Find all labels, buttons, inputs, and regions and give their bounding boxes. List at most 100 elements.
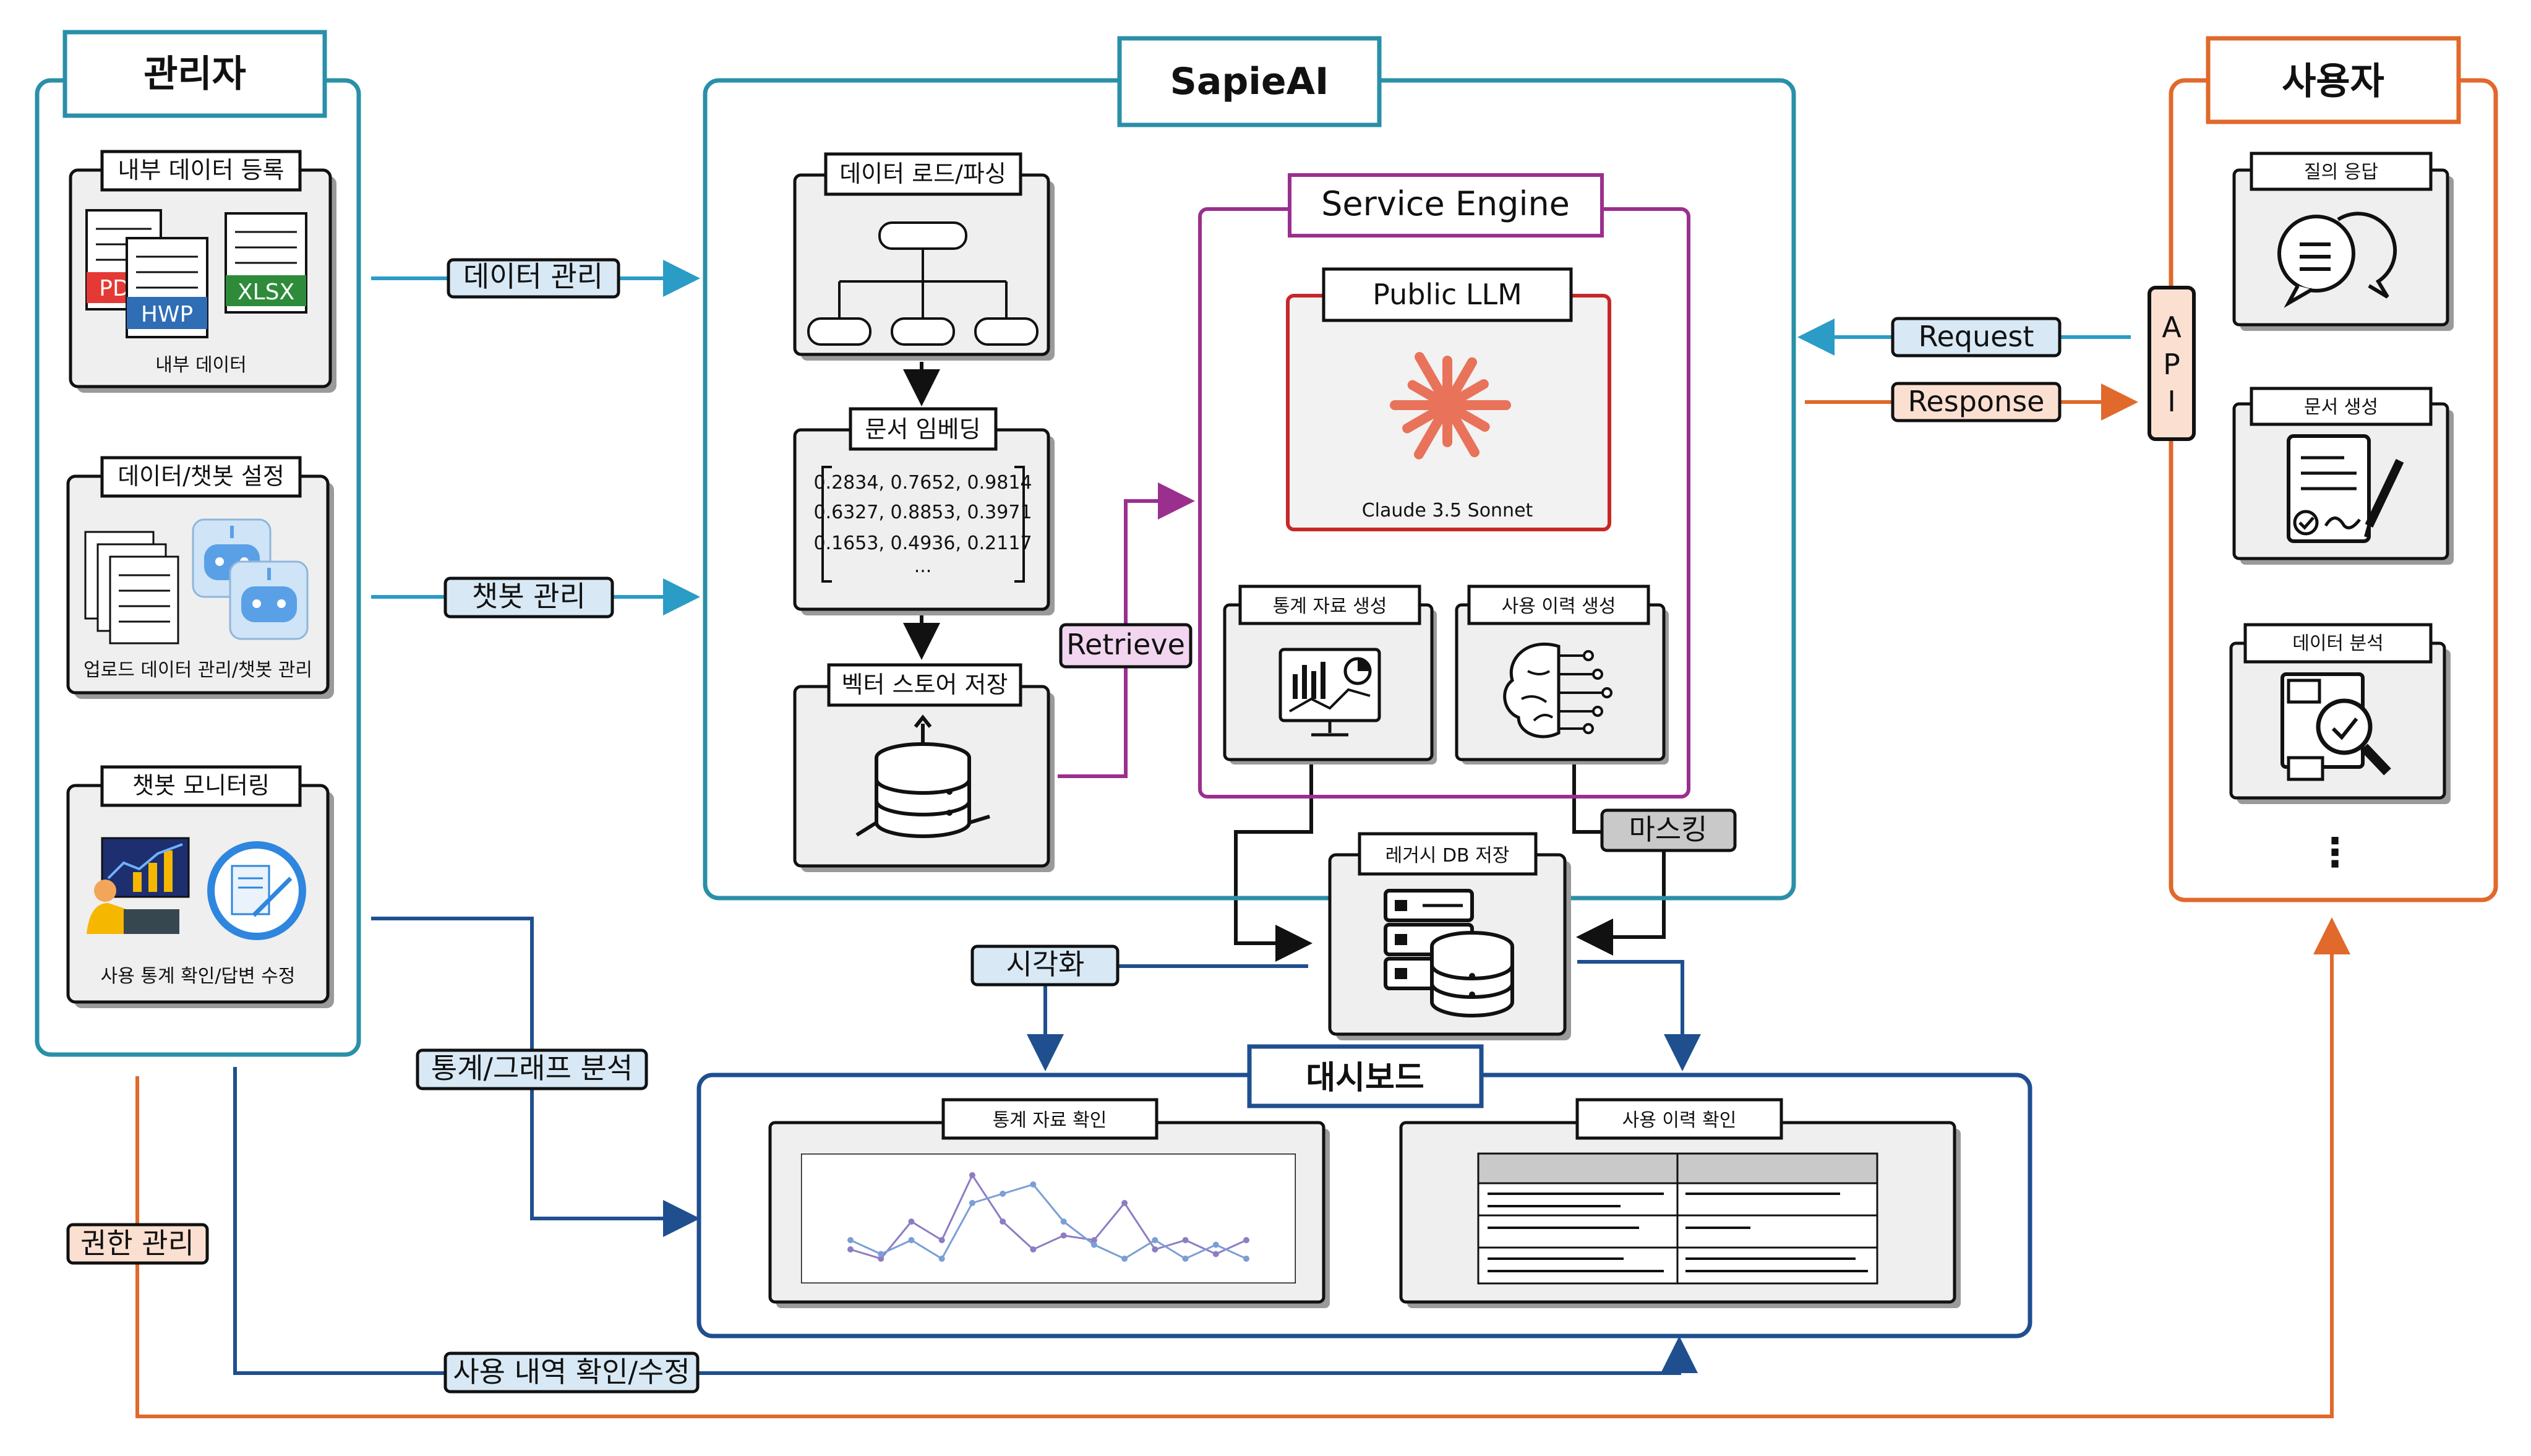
- monitor-chart-icon: [1278, 648, 1381, 737]
- qa-title: 질의 응답: [2304, 161, 2378, 183]
- embedding-row: ...: [914, 555, 932, 577]
- data-load-title: 데이터 로드/파싱: [839, 160, 1006, 187]
- user-panel: 사용자 질의 응답 문서 생성: [2169, 36, 2498, 902]
- masking-pill: 마스킹: [1600, 808, 1737, 852]
- history-check-card[interactable]: 사용 이력 확인: [1399, 1098, 1961, 1308]
- sapie-panel: SapieAI 데이터 로드/파싱 문서 임베딩: [703, 36, 1796, 901]
- chart-point: [1212, 1251, 1219, 1257]
- claude-logo-icon: [1390, 352, 1511, 460]
- permission-pill: 권한 관리: [66, 1223, 209, 1265]
- embedding-row: 0.6327, 0.8853, 0.3971: [813, 502, 1032, 523]
- public-llm-card[interactable]: Public LLM Claude 3.5 Sonnet: [1286, 267, 1611, 531]
- contract-sign-icon: [2287, 434, 2404, 543]
- embedding-row: 0.1653, 0.4936, 0.2117: [813, 533, 1032, 554]
- chart-point: [938, 1256, 945, 1262]
- sapie-title-tab: [1117, 36, 1382, 127]
- chart-point: [938, 1237, 945, 1243]
- database-icon: [855, 714, 990, 838]
- chart-series-line: [850, 1183, 1247, 1261]
- sapie-title: SapieAI: [1170, 60, 1329, 103]
- chart-point: [1182, 1256, 1189, 1262]
- legacy-db-card[interactable]: 레거시 DB 저장: [1328, 832, 1571, 1040]
- chatbot-setting-title: 데이터/챗봇 설정: [118, 463, 285, 490]
- chatbot-setting-caption: 업로드 데이터 관리/챗봇 관리: [84, 659, 312, 681]
- api-letter: I: [2167, 385, 2176, 418]
- request-pill: Request: [1891, 317, 2062, 358]
- api-bar[interactable]: A P I: [2148, 286, 2196, 441]
- svg-text:권한 관리: 권한 관리: [80, 1227, 194, 1260]
- service-engine-title: Service Engine: [1321, 184, 1570, 223]
- chart-point: [1182, 1237, 1189, 1243]
- chatbot-setting-card[interactable]: 데이터/챗봇 설정 업로드 데이터 관리/챗봇 관리: [66, 456, 334, 699]
- embedding-title: 문서 임베딩: [865, 416, 981, 443]
- history-generation-title: 사용 이력 생성: [1502, 596, 1616, 617]
- visualize-pill: 시각화: [970, 944, 1120, 987]
- matrix-bracket-right: [1014, 466, 1025, 583]
- chart-point: [1121, 1200, 1128, 1206]
- analytics-person-icon: [87, 837, 190, 934]
- chart-point: [969, 1172, 975, 1178]
- data-manage-pill: 데이터 관리: [447, 258, 620, 299]
- chatbot-monitoring-card[interactable]: 챗봇 모니터링 사용 통계 확인/답변 수정: [66, 765, 334, 1008]
- data-analysis-card[interactable]: 데이터 분석: [2229, 623, 2451, 804]
- admin-panel: 관리자 내부 데이터 등록 PD HWP: [35, 30, 361, 1057]
- svg-text:Response: Response: [1908, 385, 2045, 418]
- data-load-card[interactable]: 데이터 로드/파싱: [793, 152, 1055, 361]
- chart-point: [1030, 1181, 1037, 1188]
- dashboard-title: 대시보드: [1306, 1060, 1424, 1097]
- chart-point: [1243, 1237, 1249, 1243]
- chatbot-icon: [192, 518, 309, 640]
- svg-text:챗봇 관리: 챗봇 관리: [472, 580, 586, 613]
- more-icon[interactable]: ⋮: [2315, 830, 2355, 876]
- xlsx-file-label: XLSX: [238, 280, 294, 305]
- stats-generation-title: 통계 자료 생성: [1273, 596, 1387, 617]
- matrix-bracket-left: [821, 466, 832, 583]
- llm-model-label: Claude 3.5 Sonnet: [1362, 500, 1533, 521]
- chart-point: [1243, 1256, 1249, 1262]
- svg-text:Retrieve: Retrieve: [1066, 628, 1185, 661]
- history-generation-card[interactable]: 사용 이력 생성: [1455, 585, 1669, 764]
- hwp-file-icon: HWP: [126, 237, 208, 338]
- data-analysis-title: 데이터 분석: [2292, 633, 2384, 654]
- data-register-card[interactable]: 내부 데이터 등록 PD HWP: [69, 150, 336, 393]
- service-engine-panel: Service Engine Public LLM Claude 3.5 Son…: [1198, 173, 1690, 799]
- chart-point: [1152, 1246, 1158, 1253]
- hierarchy-icon: [807, 221, 1039, 346]
- retrieve-label: Retrieve: [1059, 623, 1193, 669]
- arrow-usage-check: [233, 1067, 1698, 1375]
- hwp-file-label: HWP: [141, 302, 193, 327]
- doc-generation-card[interactable]: 문서 생성: [2232, 387, 2454, 565]
- svg-text:데이터 관리: 데이터 관리: [463, 260, 603, 293]
- vector-store-card[interactable]: 벡터 스토어 저장: [793, 663, 1055, 872]
- stats-check-title: 통계 자료 확인: [993, 1110, 1107, 1131]
- stats-graph-pill: 통계/그래프 분석: [416, 1048, 648, 1090]
- svg-text:사용 내역 확인/수정: 사용 내역 확인/수정: [453, 1355, 690, 1389]
- stats-generation-card[interactable]: 통계 자료 생성: [1223, 585, 1437, 764]
- flow-pills: 데이터 관리 챗봇 관리 Request Response 통계/그래프 분석 …: [66, 258, 2062, 1394]
- dashboard-panel: 대시보드 통계 자료 확인 사용 이력 확인: [696, 1044, 2032, 1338]
- embedding-card[interactable]: 문서 임베딩 0.2834, 0.7652, 0.9814 0.6327, 0.…: [793, 407, 1055, 615]
- document-pen-icon: [207, 841, 306, 940]
- chart-point: [1000, 1191, 1006, 1197]
- chart-point: [1060, 1232, 1067, 1239]
- chart-point: [1090, 1241, 1097, 1248]
- qa-card[interactable]: 질의 응답: [2232, 152, 2454, 331]
- data-register-title: 내부 데이터 등록: [118, 156, 285, 184]
- claude-logo-spoke: [1442, 379, 1489, 410]
- embedding-row: 0.2834, 0.7652, 0.9814: [813, 472, 1032, 494]
- chatbot-monitoring-caption: 사용 통계 확인/답변 수정: [101, 966, 296, 987]
- usage-check-pill: 사용 내역 확인/수정: [443, 1351, 700, 1394]
- chart-series-line: [850, 1173, 1247, 1260]
- pdf-file-label: PD: [99, 276, 129, 301]
- admin-title-tab: [62, 30, 327, 118]
- api-letter: P: [2163, 348, 2180, 381]
- chart-point: [847, 1246, 854, 1253]
- arrow-stats-to-db: [1234, 762, 1313, 962]
- server-database-icon: [1384, 889, 1514, 1017]
- xlsx-file-icon: XLSX: [225, 212, 307, 314]
- chart-point: [908, 1237, 915, 1243]
- chart-point: [878, 1251, 884, 1257]
- legacy-db-title: 레거시 DB 저장: [1385, 845, 1510, 867]
- stats-check-card[interactable]: 통계 자료 확인: [768, 1098, 1330, 1308]
